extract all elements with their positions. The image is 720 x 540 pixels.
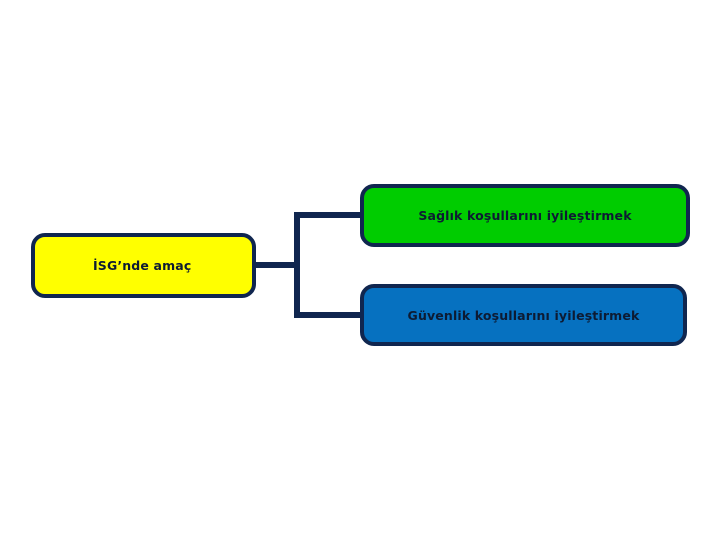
node-root-label: İSG’nde amaç — [93, 258, 192, 273]
node-branch-safety-label: Güvenlik koşullarını iyileştirmek — [407, 307, 640, 323]
node-branch-safety-conditions[interactable]: Güvenlik koşullarını iyileştirmek — [360, 284, 687, 346]
node-branch-health-conditions[interactable]: Sağlık koşullarını iyileştirmek — [360, 184, 690, 247]
node-branch-health-label: Sağlık koşullarını iyileştirmek — [418, 208, 632, 223]
node-root-isg-amac[interactable]: İSG’nde amaç — [31, 233, 256, 298]
